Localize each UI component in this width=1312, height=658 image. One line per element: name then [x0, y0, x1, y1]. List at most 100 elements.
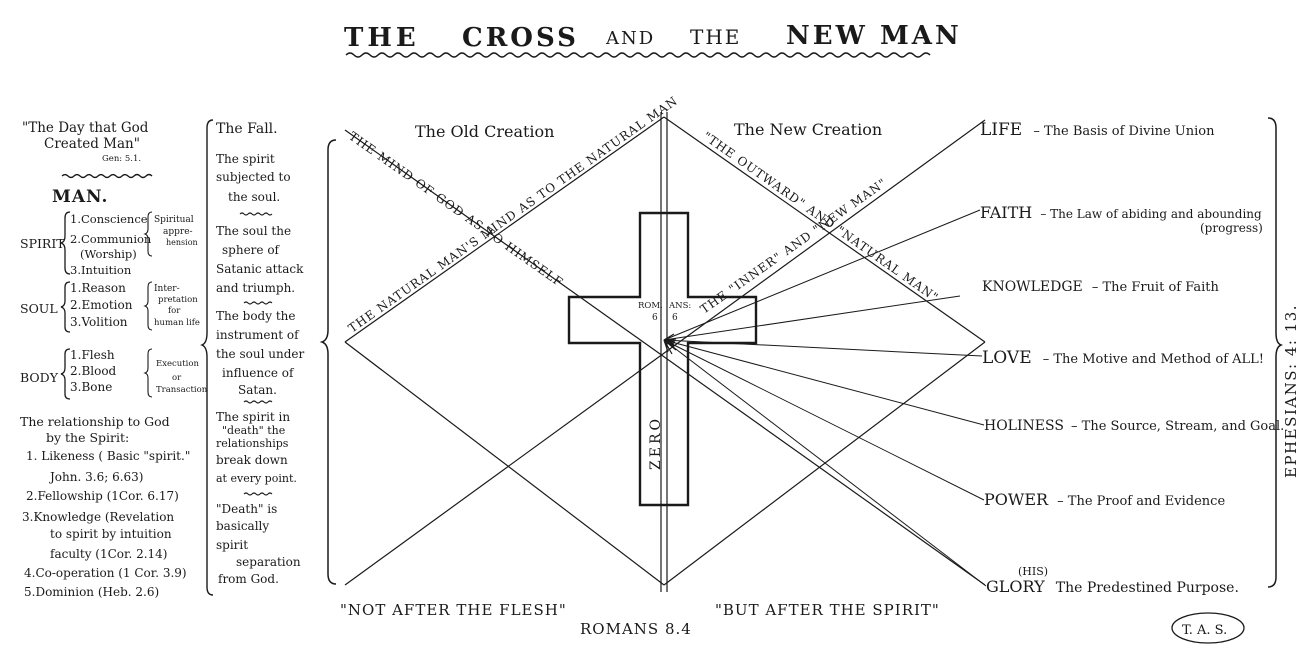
- fall-b2-3: Satanic attack: [216, 262, 304, 276]
- pointer-knowledge: [663, 295, 961, 341]
- bottom-left-label: "NOT AFTER THE FLESH": [340, 601, 567, 619]
- right-desc-knowledge: – The Fruit of Faith: [1092, 280, 1220, 295]
- old-creation-label: The Old Creation: [415, 122, 554, 141]
- spirit-brace: [60, 211, 71, 275]
- fall-b5-4: separation: [236, 555, 301, 569]
- initials-oval: [1171, 612, 1245, 644]
- body-note-brace: [143, 348, 153, 398]
- central-diagram: [344, 112, 986, 592]
- relationship-line-1: The relationship to God: [20, 414, 170, 429]
- spirit-item-2: 2.Communion: [70, 232, 152, 246]
- title: THE CROSS AND THE NEW MAN: [344, 21, 962, 53]
- spirit-item-1: 1.Conscience: [70, 212, 148, 226]
- romans-right-num: 6: [672, 313, 678, 323]
- diamond-bottom-left-edge: [344, 341, 665, 586]
- fall-b3-4: influence of: [222, 366, 295, 380]
- soul-note-1: Inter-: [154, 284, 180, 294]
- wave-divider: [61, 173, 153, 179]
- spirit-note-2: appre-: [163, 227, 193, 237]
- relationship-line-9: 4.Co-operation (1 Cor. 3.9): [24, 566, 187, 580]
- body-label: BODY: [20, 370, 59, 385]
- soul-note-4: human life: [154, 318, 200, 328]
- right-desc-life: – The Basis of Divine Union: [1033, 124, 1215, 139]
- fall-b5-1: "Death" is: [216, 502, 277, 516]
- romans-left: ROM.: [638, 301, 663, 311]
- title-the-2: THE: [690, 25, 741, 49]
- right-item-knowledge: KNOWLEDGE – The Fruit of Faith: [982, 276, 1219, 295]
- soul-item-2: 2.Emotion: [70, 298, 133, 312]
- right-item-life: LIFE – The Basis of Divine Union: [980, 120, 1215, 140]
- spirit-label: SPIRIT: [20, 236, 65, 251]
- diagram-left-bracket: [319, 139, 337, 585]
- fall-b1-3: the soul.: [228, 190, 280, 204]
- pointer-love: [663, 339, 983, 357]
- right-item-holiness: HOLINESS – The Source, Stream, and Goal.: [984, 415, 1284, 434]
- right-key-faith: FAITH: [980, 203, 1032, 222]
- right-column-bracket: [1267, 117, 1284, 588]
- soul-label: SOUL: [20, 301, 58, 316]
- relationship-line-3: 1. Likeness ( Basic "spirit.": [26, 449, 190, 463]
- fall-b4-5: at every point.: [216, 472, 297, 485]
- fall-wave-3: [243, 400, 273, 404]
- diamond-top-left-edge: [344, 116, 665, 343]
- left-column-bracket: [200, 119, 214, 596]
- soul-note-3: for: [168, 306, 181, 316]
- title-and: AND: [605, 28, 655, 49]
- fall-b2-2: sphere of: [222, 243, 281, 257]
- relationship-line-2: by the Spirit:: [46, 430, 129, 445]
- spirit-note-3: hension: [166, 238, 198, 247]
- spirit-item-2b: (Worship): [80, 247, 137, 261]
- title-underline: [345, 52, 931, 58]
- right-column: LIFE – The Basis of Divine Union FAITH –…: [980, 120, 1284, 596]
- quote-line-1: "The Day that God: [22, 120, 149, 136]
- fall-column: The Fall. The spirit subjected to the so…: [216, 121, 304, 586]
- right-item-power: POWER – The Proof and Evidence: [984, 490, 1225, 509]
- romans-right: ANS:: [668, 301, 691, 311]
- body-item-3: 3.Bone: [70, 380, 112, 394]
- romans-left-num: 6: [652, 313, 658, 323]
- right-item-faith: FAITH – The Law of abiding and abounding: [980, 203, 1262, 222]
- right-key-love: LOVE: [982, 348, 1032, 368]
- fall-b3-3: the soul under: [216, 347, 304, 361]
- right-desc-holiness: – The Source, Stream, and Goal.: [1071, 419, 1284, 434]
- body-item-2: 2.Blood: [70, 364, 117, 378]
- fall-b3-1: The body the: [216, 309, 295, 323]
- pointer-lines: [663, 209, 987, 587]
- fall-b5-2: basically: [216, 519, 269, 533]
- fall-b4-4: break down: [216, 453, 288, 467]
- relationship-line-10: 5.Dominion (Heb. 2.6): [24, 585, 159, 599]
- fall-b5-3: spirit: [216, 538, 248, 552]
- title-man: MAN: [880, 21, 962, 51]
- spirit-note-1: Spiritual: [154, 215, 194, 225]
- fall-b4-1: The spirit in: [216, 410, 290, 424]
- x-line-upper-left: [344, 129, 986, 586]
- right-desc-faith: – The Law of abiding and abounding: [1040, 207, 1262, 221]
- bottom-right-label: "BUT AFTER THE SPIRIT": [715, 601, 940, 619]
- spirit-note-brace: [143, 211, 153, 257]
- right-key-knowledge: KNOWLEDGE: [982, 279, 1083, 295]
- spirit-item-3: 3.Intuition: [70, 263, 132, 277]
- relationship-line-8: faculty (1Cor. 2.14): [50, 547, 167, 561]
- ephesians-label: EPHESIANS: 4: 13.: [1282, 304, 1300, 478]
- pointer-holiness: [663, 339, 985, 426]
- faith-extra: (progress): [1200, 221, 1263, 235]
- diamond-bottom-right-edge: [663, 341, 986, 586]
- soul-item-3: 3.Volition: [70, 315, 128, 329]
- fall-wave-1: [239, 212, 273, 216]
- right-key-power: POWER: [984, 490, 1049, 509]
- right-desc-love: – The Motive and Method of ALL!: [1043, 352, 1264, 367]
- body-item-1: 1.Flesh: [70, 348, 115, 362]
- soul-note-brace: [143, 281, 153, 331]
- pointer-faith: [663, 209, 981, 341]
- fall-b3-5: Satan.: [238, 383, 277, 397]
- new-creation-label: The New Creation: [734, 120, 882, 139]
- body-brace: [60, 348, 71, 400]
- fall-wave-2: [243, 301, 273, 305]
- fall-title: The Fall.: [216, 121, 278, 137]
- title-the-1: THE: [344, 23, 420, 53]
- fall-b3-2: instrument of: [216, 328, 300, 342]
- right-desc-power: – The Proof and Evidence: [1057, 494, 1225, 509]
- relationship-line-6: 3.Knowledge (Revelation: [22, 510, 174, 524]
- pointer-power: [663, 339, 985, 501]
